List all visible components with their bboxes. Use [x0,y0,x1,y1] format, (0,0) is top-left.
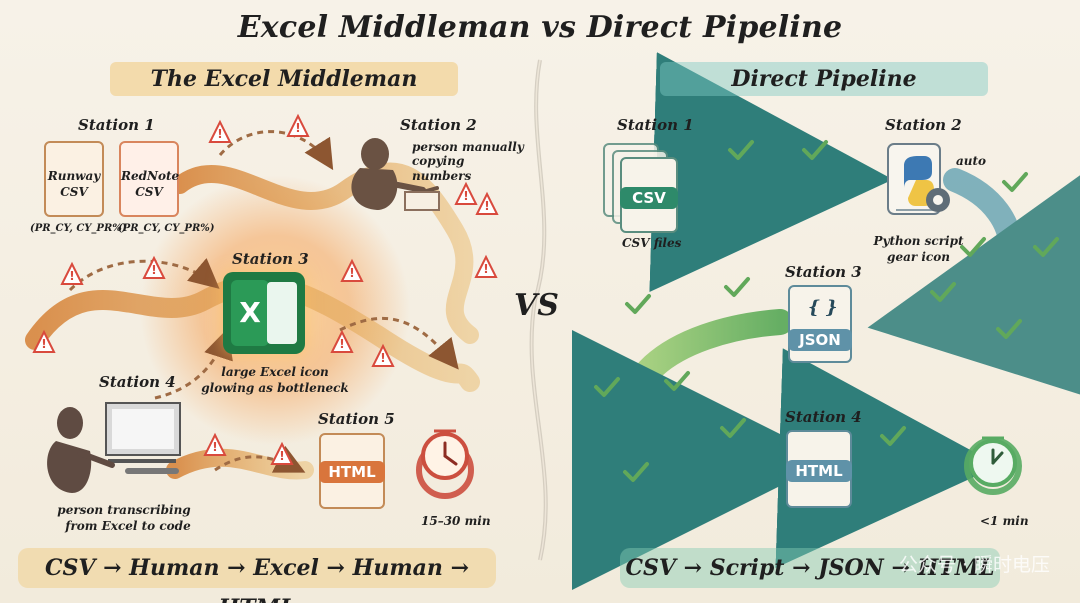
station-4-caption-line-2: from Excel to code [65,519,191,533]
left-station-3-label: Station 3 [232,250,309,268]
manual-copy-person-icon [351,138,440,211]
left-time-label: 15–30 min [421,514,491,528]
left-clock-icon [421,429,469,480]
right-station-4-label: Station 4 [785,408,862,426]
rednote-csv-line2: CSV [135,185,163,199]
excel-letter-block: X [231,280,269,346]
svg-text:!: ! [339,337,344,351]
excel-icon: X [223,272,305,354]
right-html-doc: HTML [786,430,852,508]
svg-text:!: ! [463,189,468,203]
left-panel-title: The Excel Middleman [110,62,458,96]
runway-csv-doc: Runway CSV [44,141,104,217]
right-check-icons [594,140,1059,482]
right-station-3-label: Station 3 [785,263,862,281]
left-station-4-label: Station 4 [99,373,176,391]
runway-csv-line2: CSV [60,185,88,199]
svg-text:!: ! [380,351,385,365]
rednote-csv-doc: RedNote CSV [119,141,179,217]
svg-text:!: ! [483,262,488,276]
station-3-caption-line-2: glowing as bottleneck [201,381,349,395]
svg-text:!: ! [349,266,354,280]
svg-text:!: ! [69,269,74,283]
svg-text:!: ! [212,440,217,454]
python-caption-line-1: Python script [873,234,964,248]
left-flow-text: CSV → Human → Excel → Human → HTML [18,548,496,603]
station-2-auto-label: auto [956,154,987,168]
transcribing-person-icon [47,402,181,493]
excel-grid [267,282,297,344]
svg-text:!: ! [484,199,489,213]
right-station-2-label: Station 2 [885,116,962,134]
svg-text:!: ! [217,127,222,141]
page-title: Excel Middleman vs Direct Pipeline [237,10,843,45]
svg-text:!: ! [295,121,300,135]
left-station-5-label: Station 5 [318,410,395,428]
left-warning-icons: ! ! ! ! ! ! ! ! ! ! ! ! ! [32,113,499,465]
left-station-1-label: Station 1 [78,116,155,134]
vs-label: VS [514,288,559,323]
right-time-label: <1 min [980,514,1029,528]
right-flow-text: CSV → Script → JSON → HTML [620,548,1000,588]
station-3-caption-line-1: large Excel icon [221,365,329,379]
rednote-csv-line1: RedNote [121,169,180,183]
excel-letter: X [239,296,261,329]
svg-text:!: ! [151,263,156,277]
json-doc: { } JSON [788,285,852,363]
left-html-doc: HTML [319,433,385,509]
right-html-chip: HTML [786,460,852,482]
left-html-chip: HTML [319,461,385,483]
csv-chip: CSV [620,187,678,209]
station-2-caption-line-2: copying numbers [412,154,472,183]
csv-doc: CSV [620,157,678,233]
runway-caption: (PR_CY, CY_PR%) [30,223,127,234]
python-caption-line-2: gear icon [887,250,950,264]
json-symbol: { } [808,297,838,318]
watermark: 公众号 · 瞬时电压 [898,554,1050,576]
rednote-caption: (PR_CY, CY_PR%) [118,223,215,234]
svg-text:!: ! [41,337,46,351]
runway-csv-line1: Runway [47,169,101,183]
csv-caption: CSV files [622,236,682,250]
json-chip: JSON [788,329,852,351]
svg-text:!: ! [279,449,284,463]
station-4-caption-line-1: person transcribing [57,503,191,517]
right-station-1-label: Station 1 [617,116,694,134]
python-script-icon [887,143,950,215]
right-panel-title: Direct Pipeline [660,62,988,96]
right-clock-icon [969,436,1017,487]
left-station-2-label: Station 2 [400,116,477,134]
station-2-caption-line-1: person manually [412,140,524,154]
